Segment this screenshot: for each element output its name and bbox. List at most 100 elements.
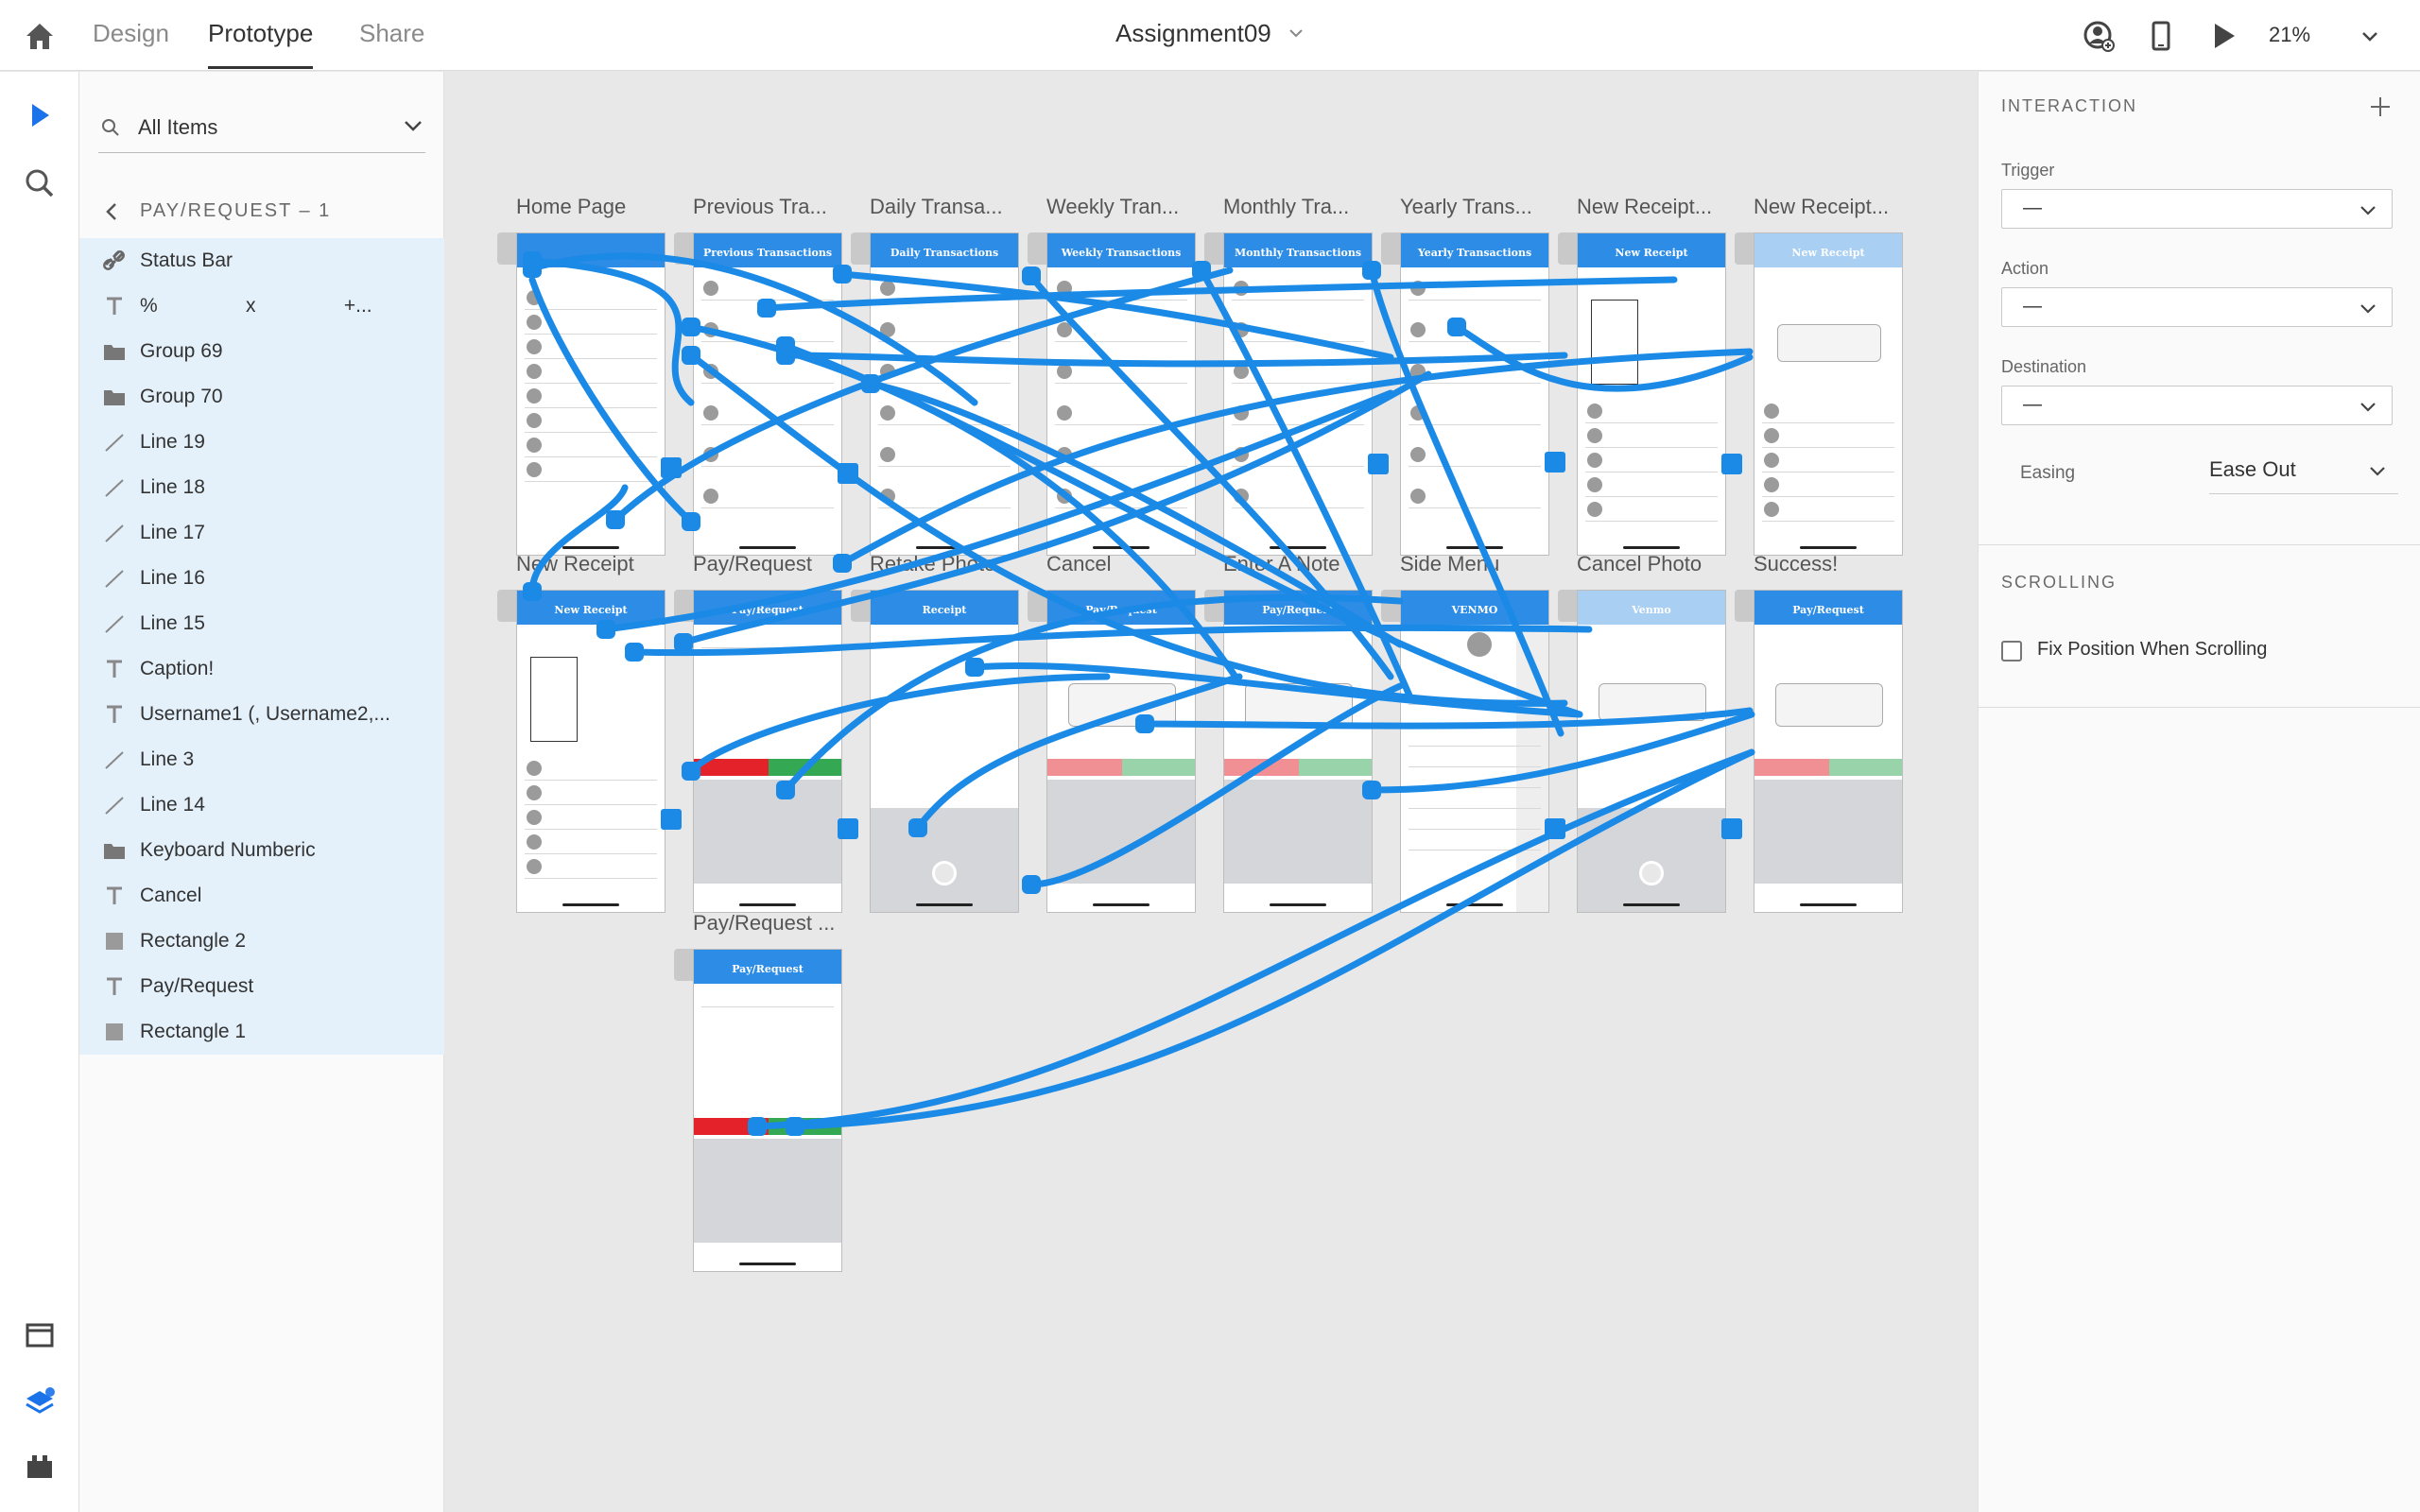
chevron-left-icon[interactable] <box>100 198 125 225</box>
artboard-label[interactable]: New Receipt... <box>1577 195 1713 218</box>
artboard-label[interactable]: Enter A Note <box>1223 552 1340 576</box>
artboard-handle[interactable] <box>497 232 516 265</box>
artboard[interactable]: Weekly Transactions <box>1046 232 1196 556</box>
layer-item[interactable]: Keyboard Numberic <box>79 828 444 873</box>
artboard-label[interactable]: Home Page <box>516 195 627 218</box>
artboard-label[interactable]: Side Menu <box>1400 552 1500 576</box>
artboard-label[interactable]: Retake Photo <box>870 552 996 576</box>
artboard-handle[interactable] <box>674 232 693 265</box>
wire-handle[interactable] <box>1022 266 1041 285</box>
artboard-handle[interactable] <box>1204 232 1223 265</box>
prototype-link-arrow[interactable] <box>1721 454 1742 474</box>
artboard[interactable]: Pay/Request <box>693 590 842 913</box>
prototype-link-arrow[interactable] <box>1545 818 1565 839</box>
layer-item[interactable]: Caption! <box>79 646 444 692</box>
action-dropdown[interactable]: — <box>2001 287 2393 327</box>
zoom-level[interactable]: 21% <box>2269 23 2311 46</box>
device-preview-icon[interactable] <box>2144 19 2178 53</box>
layer-item[interactable]: Line 15 <box>79 601 444 646</box>
artboard-handle[interactable] <box>674 590 693 622</box>
artboard-label[interactable]: Previous Tra... <box>693 195 827 218</box>
artboard-label[interactable]: New Receipt... <box>1754 195 1890 218</box>
prototype-link-arrow[interactable] <box>838 463 858 484</box>
layer-item[interactable]: Line 19 <box>79 420 444 465</box>
artboard-handle[interactable] <box>851 232 870 265</box>
artboard-label[interactable]: New Receipt <box>516 552 634 576</box>
layer-item[interactable]: Line 18 <box>79 465 444 510</box>
zoom-search-icon[interactable] <box>21 164 59 202</box>
artboard[interactable]: Venmo <box>1577 590 1726 913</box>
plugins-icon[interactable] <box>21 1448 59 1486</box>
artboard[interactable]: New Receipt <box>516 590 666 913</box>
easing-dropdown[interactable]: Ease Out <box>2209 457 2296 481</box>
artboard[interactable]: Monthly Transactions <box>1223 232 1373 556</box>
layer-item[interactable]: Rectangle 1 <box>79 1009 444 1055</box>
prototype-link-arrow[interactable] <box>1545 452 1565 472</box>
layer-item[interactable]: Line 16 <box>79 556 444 601</box>
artboard-handle[interactable] <box>497 590 516 622</box>
layer-item[interactable]: Group 70 <box>79 374 444 420</box>
layers-filter-dropdown[interactable]: All Items <box>98 110 425 153</box>
artboard-handle[interactable] <box>1028 232 1046 265</box>
artboard-label[interactable]: Pay/Request <box>693 552 812 576</box>
prototype-link-arrow[interactable] <box>661 809 682 830</box>
layer-item[interactable]: Line 14 <box>79 782 444 828</box>
artboard-label[interactable]: Monthly Tra... <box>1223 195 1350 218</box>
tab-design[interactable]: Design <box>93 19 169 47</box>
wire-handle[interactable] <box>674 633 693 652</box>
artboard-handle[interactable] <box>851 590 870 622</box>
artboard-handle[interactable] <box>1558 590 1577 622</box>
select-arrow-icon[interactable] <box>21 96 59 134</box>
artboard-handle[interactable] <box>1735 232 1754 265</box>
tab-share[interactable]: Share <box>359 19 425 47</box>
layer-item[interactable]: Cancel <box>79 873 444 919</box>
fix-position-checkbox[interactable] <box>2001 641 2022 662</box>
layer-item[interactable]: Line 3 <box>79 737 444 782</box>
user-share-icon[interactable] <box>2082 19 2116 53</box>
assets-icon[interactable] <box>21 1315 59 1353</box>
artboard-label[interactable]: Pay/Request ... <box>693 911 836 935</box>
artboard[interactable]: Pay/Request <box>1223 590 1373 913</box>
zoom-chevron-down-icon[interactable] <box>2359 25 2381 47</box>
artboard[interactable]: Pay/Request <box>693 949 842 1272</box>
artboard-label[interactable]: Weekly Tran... <box>1046 195 1180 218</box>
artboard[interactable]: Pay/Request <box>1754 590 1903 913</box>
artboard[interactable]: Previous Transactions <box>693 232 842 556</box>
artboard[interactable] <box>516 232 666 556</box>
home-icon[interactable] <box>21 17 59 55</box>
artboard-label[interactable]: Cancel Photo <box>1577 552 1703 576</box>
artboard-label[interactable]: Daily Transa... <box>870 195 1003 218</box>
layer-item[interactable]: Line 17 <box>79 510 444 556</box>
chevron-down-icon[interactable] <box>401 113 425 138</box>
wire-handle[interactable] <box>1022 875 1041 894</box>
artboard-label[interactable]: Yearly Trans... <box>1400 195 1532 218</box>
add-interaction-plus-icon[interactable] <box>2366 93 2394 121</box>
artboard[interactable]: Pay/Request <box>1046 590 1196 913</box>
trigger-dropdown[interactable]: — <box>2001 189 2393 229</box>
artboard[interactable]: Receipt <box>870 590 1019 913</box>
prototype-link-arrow[interactable] <box>661 457 682 478</box>
design-canvas[interactable]: Home Page Previous Tra... Previous Transac… <box>445 72 1977 1512</box>
artboard[interactable]: Daily Transactions <box>870 232 1019 556</box>
layer-item[interactable]: Status Bar <box>79 238 444 284</box>
chevron-down-icon[interactable] <box>2366 459 2389 482</box>
layer-item[interactable]: % x +... <box>79 284 444 329</box>
artboard[interactable]: New Receipt <box>1754 232 1903 556</box>
prototype-link-arrow[interactable] <box>1721 818 1742 839</box>
chevron-down-icon[interactable] <box>1288 25 1305 42</box>
artboard-handle[interactable] <box>1558 232 1577 265</box>
artboard-handle[interactable] <box>1381 232 1400 265</box>
document-title[interactable]: Assignment09 <box>1115 19 1271 47</box>
artboard-label[interactable]: Success! <box>1754 552 1839 576</box>
layer-item[interactable]: Rectangle 2 <box>79 919 444 964</box>
artboard[interactable]: New Receipt <box>1577 232 1726 556</box>
artboard-handle[interactable] <box>1204 590 1223 622</box>
play-icon[interactable] <box>2206 19 2240 53</box>
artboard-handle[interactable] <box>674 949 693 981</box>
prototype-link-arrow[interactable] <box>838 818 858 839</box>
layers-icon[interactable] <box>21 1383 59 1421</box>
artboard-handle[interactable] <box>1735 590 1754 622</box>
artboard[interactable]: Yearly Transactions <box>1400 232 1549 556</box>
fix-position-label[interactable]: Fix Position When Scrolling <box>2037 639 2268 660</box>
layer-item[interactable]: Pay/Request <box>79 964 444 1009</box>
